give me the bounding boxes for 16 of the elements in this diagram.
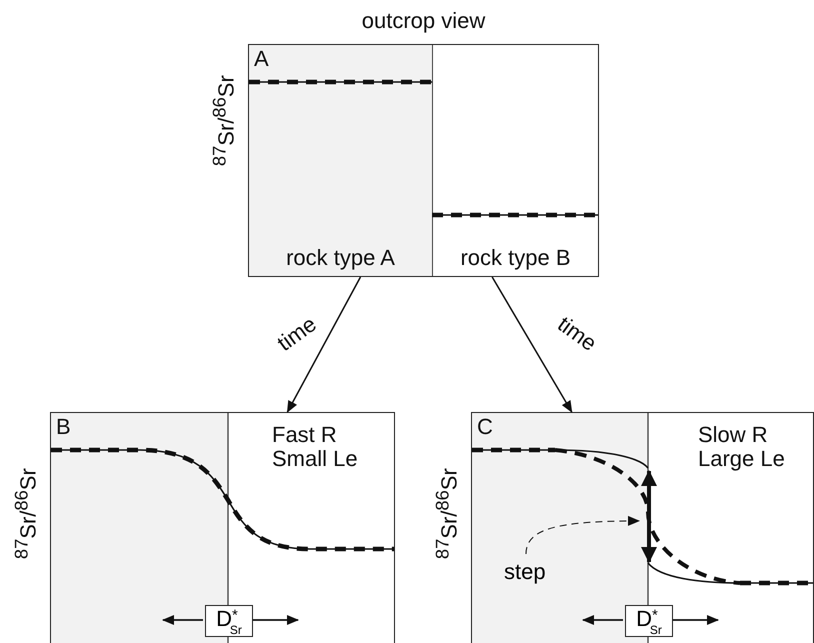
panel-heading: outcrop view (362, 9, 486, 33)
arrow (492, 276, 572, 413)
region-label: rock type A (285, 246, 396, 270)
panel-letter: C (477, 415, 493, 439)
arrow (286, 276, 362, 413)
condition-text: Slow R Large Le (698, 423, 786, 471)
edge-label: time (552, 310, 602, 358)
double-arrow (639, 469, 659, 564)
rock-region (249, 45, 433, 276)
leader-text: step (504, 558, 548, 584)
condition-text: Fast R Small Le (272, 423, 359, 471)
edge-label: time (272, 310, 322, 358)
region-label: rock type B (459, 246, 572, 270)
panel-letter: A (254, 47, 269, 71)
panel-letter: B (56, 415, 71, 439)
leader-line (526, 516, 640, 554)
